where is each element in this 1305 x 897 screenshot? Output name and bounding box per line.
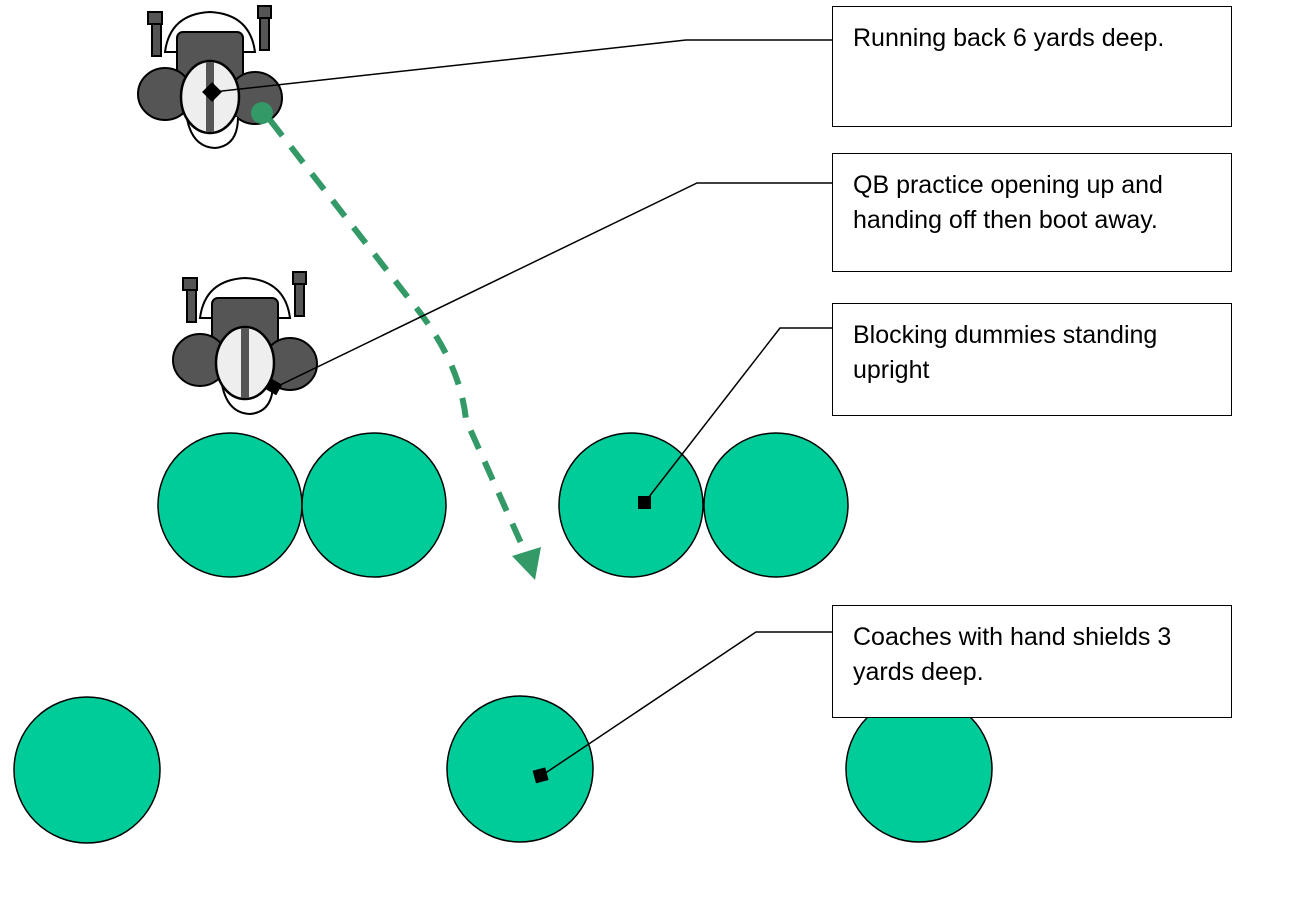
marker-dummies: [638, 496, 651, 509]
marker-running-back: [202, 82, 222, 102]
callout-running-back-text: Running back 6 yards deep.: [853, 24, 1165, 52]
callout-dummies-text: Blocking dummies standing upright: [853, 321, 1158, 384]
blocking-dummy-2: [301, 432, 447, 578]
route-arrow: [251, 102, 541, 580]
marker-qb: [265, 378, 283, 396]
callout-running-back: Running back 6 yards deep.: [832, 6, 1232, 127]
blocking-dummy-3: [558, 432, 704, 578]
blocking-dummy-4: [703, 432, 849, 578]
blocking-dummy-1: [157, 432, 303, 578]
callout-qb-text: QB practice opening up and handing off t…: [853, 171, 1163, 234]
leader-line-qb: [273, 182, 832, 389]
coach-shield-1: [13, 696, 161, 844]
leader-line-running-back: [212, 39, 832, 93]
marker-coaches: [532, 767, 549, 784]
quarterback-player-icon: [171, 270, 319, 416]
coach-shield-2: [446, 695, 594, 843]
leader-line-dummies: [644, 327, 832, 503]
callout-dummies: Blocking dummies standing upright: [832, 303, 1232, 416]
callout-qb: QB practice opening up and handing off t…: [832, 153, 1232, 272]
running-back-player-icon: [136, 4, 284, 150]
leader-line-coaches: [540, 631, 832, 777]
callout-coaches-text: Coaches with hand shields 3 yards deep.: [853, 623, 1172, 686]
callout-coaches: Coaches with hand shields 3 yards deep.: [832, 605, 1232, 718]
